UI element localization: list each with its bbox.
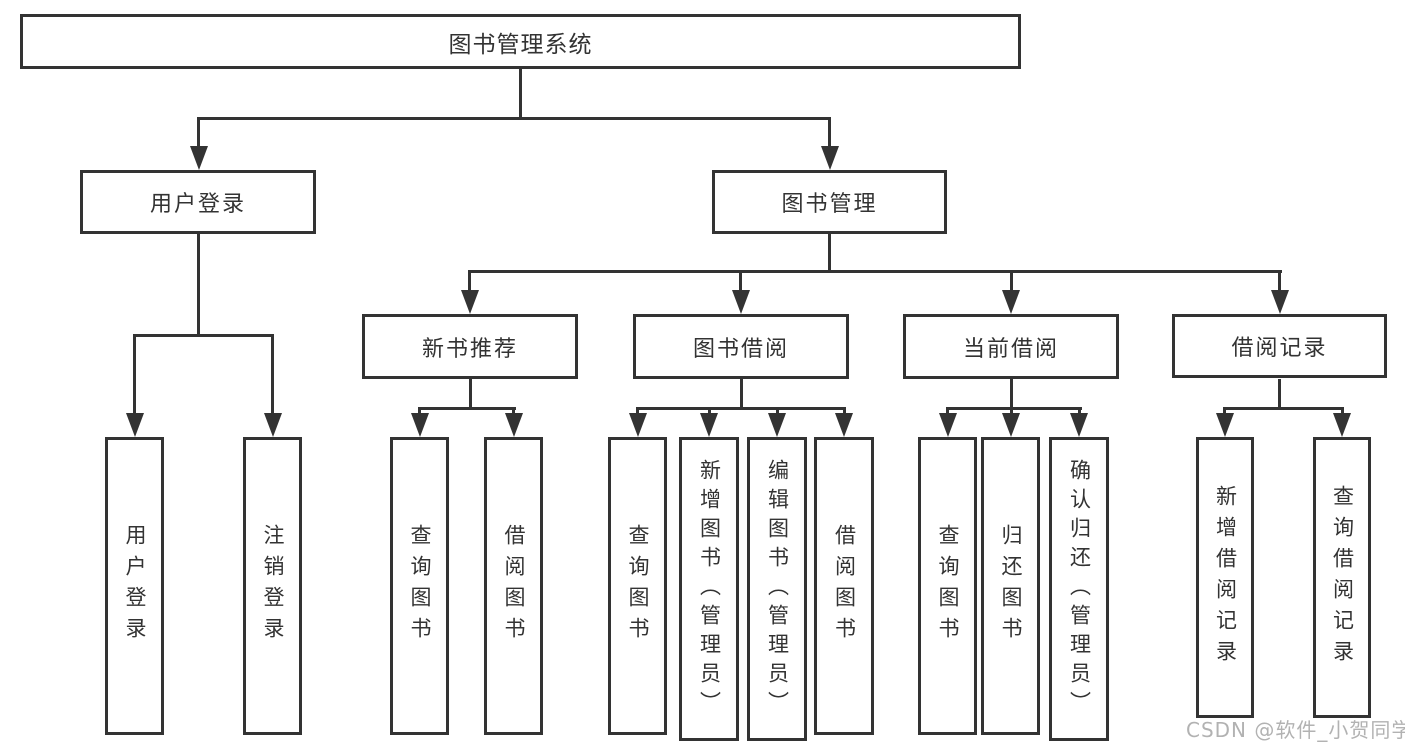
arrowhead-down-icon: [505, 413, 523, 437]
watermark: CSDN @软件_小贺同学: [1186, 718, 1405, 742]
leaf-recommend-query-books: 查询图书: [390, 437, 449, 735]
node-book-management: 图书管理: [712, 170, 947, 234]
node-book-borrowing-label: 图书借阅: [692, 336, 789, 362]
arrowhead-down-icon: [629, 413, 647, 437]
connector-line: [133, 334, 136, 414]
node-user-login: 用户登录: [80, 170, 316, 234]
connector-line: [1010, 270, 1013, 292]
connector-line: [197, 117, 200, 149]
connector-line: [776, 407, 779, 415]
arrowhead-down-icon: [1070, 413, 1088, 437]
connector-line: [271, 334, 274, 414]
connector-line: [418, 407, 421, 415]
leaf-current-return-books-label: 归还图书: [999, 524, 1023, 648]
arrowhead-down-icon: [411, 413, 429, 437]
arrowhead-down-icon: [939, 413, 957, 437]
connector-line: [469, 379, 472, 410]
leaf-borrowing-add-books-admin-label: 新增图书（管理员）: [697, 458, 722, 720]
node-current-borrowing: 当前借阅: [903, 314, 1119, 379]
arrowhead-down-icon: [1002, 413, 1020, 437]
leaf-borrowing-query-books: 查询图书: [608, 437, 667, 735]
arrowhead-down-icon: [768, 413, 786, 437]
leaf-logout-label: 注销登录: [261, 524, 285, 648]
leaf-recommend-query-books-label: 查询图书: [408, 524, 432, 648]
connector-line: [418, 407, 516, 410]
connector-line: [1278, 270, 1281, 292]
node-user-login-label: 用户登录: [149, 192, 246, 217]
leaf-borrowing-borrow-books-label: 借阅图书: [832, 524, 857, 648]
leaf-current-confirm-return-admin-label: 确认归还（管理员）: [1067, 458, 1092, 720]
leaf-borrowing-add-books-admin: 新增图书（管理员）: [679, 437, 739, 741]
connector-line: [1341, 407, 1344, 415]
node-borrowing-records: 借阅记录: [1172, 314, 1387, 378]
node-borrowing-records-label: 借阅记录: [1231, 336, 1328, 361]
connector-line: [1010, 379, 1013, 416]
connector-line: [468, 270, 1282, 273]
leaf-borrowing-edit-books-admin-label: 编辑图书（管理员）: [765, 458, 790, 720]
arrowhead-down-icon: [461, 290, 479, 314]
leaf-login: 用户登录: [105, 437, 164, 735]
arrowhead-down-icon: [264, 413, 282, 437]
leaf-borrowing-edit-books-admin: 编辑图书（管理员）: [747, 437, 807, 741]
leaf-current-query-books: 查询图书: [918, 437, 977, 735]
leaf-current-confirm-return-admin: 确认归还（管理员）: [1049, 437, 1109, 741]
arrowhead-down-icon: [821, 146, 839, 170]
connector-line: [636, 407, 639, 415]
node-current-borrowing-label: 当前借阅: [962, 336, 1059, 362]
arrowhead-down-icon: [1002, 290, 1020, 314]
arrowhead-down-icon: [190, 146, 208, 170]
connector-line: [843, 407, 846, 415]
connector-line: [740, 379, 743, 410]
arrowhead-down-icon: [1271, 290, 1289, 314]
node-root: 图书管理系统: [20, 14, 1021, 69]
connector-line: [133, 334, 274, 337]
arrowhead-down-icon: [1216, 413, 1234, 437]
connector-line: [739, 270, 742, 292]
connector-line: [1223, 407, 1344, 410]
connector-line: [946, 407, 949, 415]
connector-line: [946, 407, 1082, 410]
arrowhead-down-icon: [125, 413, 144, 437]
connector-line: [197, 117, 831, 120]
leaf-logout: 注销登录: [243, 437, 302, 735]
node-new-book-recommend: 新书推荐: [362, 314, 578, 379]
node-book-borrowing: 图书借阅: [633, 314, 849, 379]
leaf-records-add-record: 新增借阅记录: [1196, 437, 1254, 718]
leaf-recommend-borrow-books-label: 借阅图书: [502, 524, 526, 648]
leaf-records-query-record-label: 查询借阅记录: [1330, 484, 1355, 671]
arrowhead-down-icon: [700, 413, 718, 437]
arrowhead-down-icon: [732, 290, 750, 314]
leaf-current-return-books: 归还图书: [981, 437, 1040, 735]
connector-line: [1278, 379, 1281, 410]
arrowhead-down-icon: [1333, 413, 1351, 437]
leaf-current-query-books-label: 查询图书: [936, 524, 960, 648]
connector-line: [512, 407, 515, 415]
leaf-records-add-record-label: 新增借阅记录: [1213, 484, 1238, 671]
connector-line: [828, 117, 831, 149]
leaf-recommend-borrow-books: 借阅图书: [484, 437, 543, 735]
connector-line: [1078, 407, 1081, 415]
connector-line: [636, 407, 846, 410]
leaf-records-query-record: 查询借阅记录: [1313, 437, 1371, 718]
node-book-management-label: 图书管理: [781, 192, 878, 217]
connector-line: [1223, 407, 1226, 415]
leaf-login-label: 用户登录: [123, 524, 147, 648]
connector-line: [197, 233, 200, 337]
connector-line: [519, 68, 522, 118]
connector-line: [708, 407, 711, 415]
arrowhead-down-icon: [835, 413, 853, 437]
connector-line: [828, 233, 831, 272]
connector-line: [468, 270, 471, 292]
leaf-borrowing-query-books-label: 查询图书: [626, 524, 650, 648]
node-root-label: 图书管理系统: [448, 31, 593, 58]
node-new-book-recommend-label: 新书推荐: [421, 336, 518, 362]
leaf-borrowing-borrow-books: 借阅图书: [814, 437, 874, 735]
